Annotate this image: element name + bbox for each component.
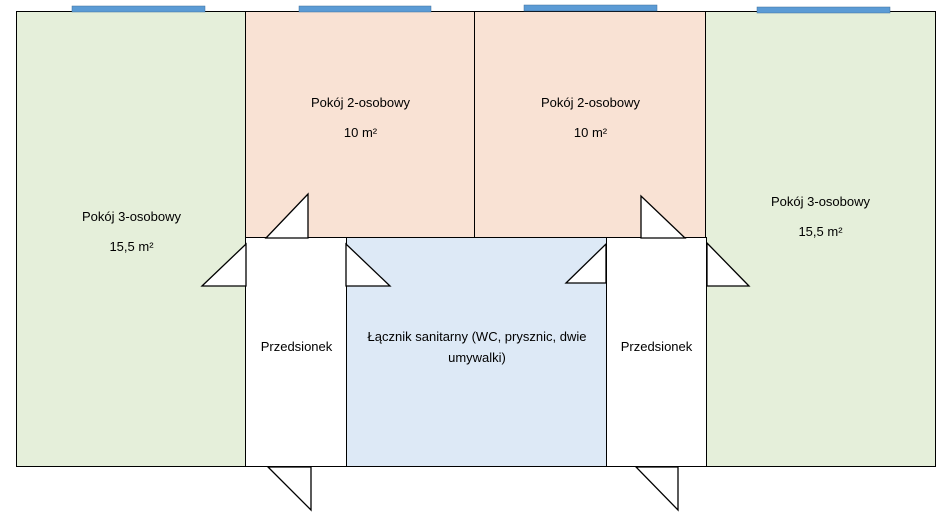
door-swing xyxy=(706,241,751,287)
room-area: 15,5 m² xyxy=(798,224,843,239)
room-name: Pokój 3-osobowy xyxy=(82,209,181,224)
room-area: 15,5 m² xyxy=(109,239,154,254)
room-vestibule-right xyxy=(606,237,707,467)
room-left-triple xyxy=(16,11,247,467)
door-swing xyxy=(634,466,679,512)
room-area: 10 m² xyxy=(343,125,378,140)
vestibule-left-label: Przedsionek xyxy=(245,336,348,358)
room-name: Przedsionek xyxy=(260,339,333,354)
room-name: Przedsionek xyxy=(620,339,693,354)
room-right-triple xyxy=(705,11,936,467)
left-triple-label: Pokój 3-osobowy 15,5 m² xyxy=(16,206,247,258)
door-swing xyxy=(640,194,687,239)
door-swing xyxy=(266,466,312,512)
right-triple-label: Pokój 3-osobowy 15,5 m² xyxy=(705,191,936,243)
door-swing xyxy=(345,242,392,287)
door-swing xyxy=(564,242,607,284)
double-b-label: Pokój 2-osobowy 10 m² xyxy=(474,92,707,144)
room-vestibule-left xyxy=(245,237,348,467)
room-area: 10 m² xyxy=(573,125,608,140)
room-name-line1: Łącznik sanitarny (WC, prysznic, dwie xyxy=(367,329,587,344)
double-a-label: Pokój 2-osobowy 10 m² xyxy=(245,92,476,144)
room-name: Pokój 2-osobowy xyxy=(541,95,640,110)
door-swing xyxy=(200,242,247,287)
room-name: Pokój 2-osobowy xyxy=(311,95,410,110)
room-double-a xyxy=(245,11,476,239)
window xyxy=(523,4,658,12)
room-name-line2: umywalki) xyxy=(448,350,506,365)
vestibule-right-label: Przedsionek xyxy=(606,336,707,358)
window xyxy=(71,5,206,13)
room-name: Pokój 3-osobowy xyxy=(771,194,870,209)
room-bathroom xyxy=(346,237,608,467)
window xyxy=(298,5,432,13)
window xyxy=(756,6,891,14)
bathroom-label: Łącznik sanitarny (WC, prysznic, dwie um… xyxy=(346,326,608,368)
door-swing xyxy=(264,192,309,239)
